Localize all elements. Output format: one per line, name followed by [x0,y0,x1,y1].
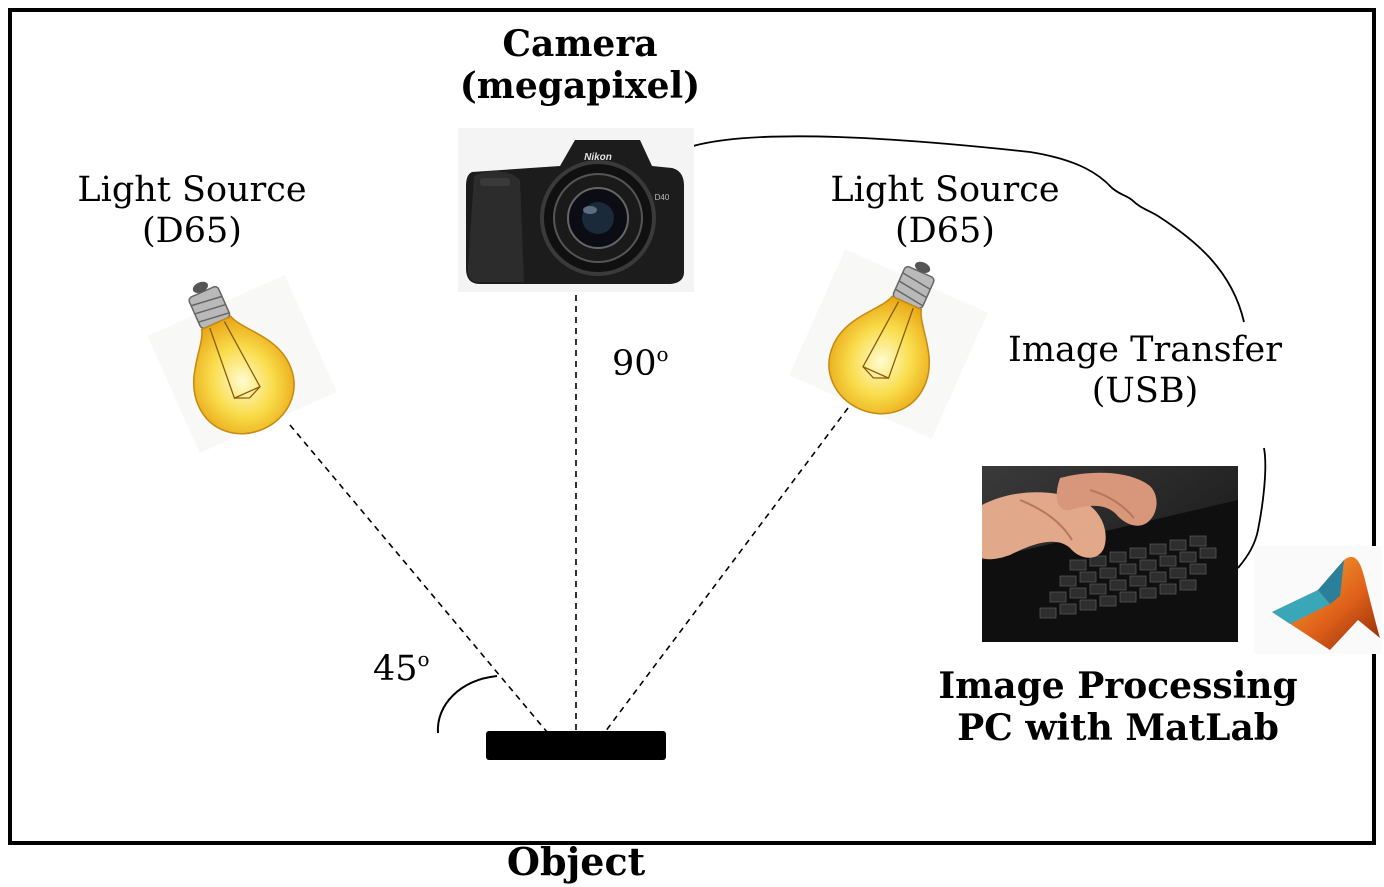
camera-model-text: D40 [655,193,670,202]
pc-label: Image Processing PC with MatLab [928,665,1308,750]
light-source-right-line2: (D65) [895,211,995,252]
image-transfer-line2: (USB) [1091,371,1199,412]
image-transfer-line1: Image Transfer [1008,330,1282,370]
usb-cable-lower [1237,447,1267,569]
light-source-left-line2: (D65) [142,211,242,252]
light-bulb-icon-right [789,249,988,439]
angle-45-label: 45o [373,647,430,690]
object-block [486,731,666,760]
laptop-keyboard-photo [982,466,1238,642]
light-source-right-line1: Light Source [830,170,1060,210]
camera-photo: Nikon D40 [458,128,694,292]
pc-label-line1: Image Processing [938,665,1298,707]
light-bulb-icon-left [147,275,337,453]
light-source-left-line1: Light Source [77,170,307,210]
camera-label: Camera (megapixel) [440,23,720,108]
camera-label-line1: Camera [502,23,658,65]
object-label: Object [506,839,646,884]
light-source-left-label: Light Source (D65) [52,170,332,253]
angle-45-unit: o [417,647,430,671]
angle-45-value: 45 [373,649,418,689]
image-transfer-label: Image Transfer (USB) [995,330,1295,413]
angle-45-arc [436,675,498,734]
angle-90-unit: o [656,342,669,366]
left-light-ray [289,424,548,733]
camera-brand-text: Nikon [584,152,612,163]
angle-90-label: 90o [612,342,669,385]
pc-label-line2: PC with MatLab [957,707,1279,750]
right-light-ray [604,407,849,733]
matlab-logo-icon [1254,546,1382,654]
light-source-right-label: Light Source (D65) [805,170,1085,253]
diagram-frame [8,8,1376,845]
camera-label-line2: (megapixel) [459,65,701,108]
angle-90-value: 90 [612,344,657,384]
usb-cable [692,135,1245,323]
